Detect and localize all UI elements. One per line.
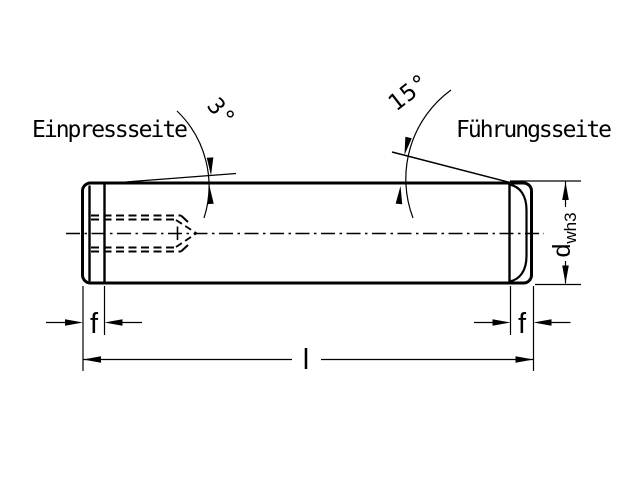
- dimension-f-left: f: [46, 286, 142, 371]
- arrowhead: [83, 356, 101, 363]
- angle-dimension-press-side: [176, 110, 214, 219]
- dimension-label-f-right: f: [518, 308, 527, 340]
- dimension-label-f-left: f: [90, 308, 99, 340]
- arrowhead: [533, 319, 552, 326]
- arrowhead: [404, 136, 412, 155]
- thread-end-hook-top: [180, 214, 189, 223]
- arrowhead: [395, 186, 403, 205]
- arrowhead: [206, 157, 214, 176]
- arrowhead: [207, 186, 214, 205]
- thread-end-hook-bottom: [180, 244, 189, 253]
- dimension-label-length: l: [303, 344, 309, 376]
- label-press-side: Einpressseite: [32, 117, 187, 143]
- diameter-symbol: d: [548, 244, 576, 258]
- angle-value-3deg: 3°: [201, 93, 240, 132]
- arrowhead: [515, 356, 534, 363]
- diameter-subscript: wh3: [561, 212, 580, 244]
- dimension-f-right: f: [474, 286, 571, 371]
- dimension-label-diameter: dwh3: [548, 212, 580, 257]
- drill-cone-top: [175, 219, 197, 235]
- arrowhead: [562, 265, 569, 284]
- arrowhead: [104, 319, 123, 326]
- arrowhead: [562, 182, 569, 200]
- arrowhead: [492, 319, 511, 326]
- label-guide-side: Führungsseite: [456, 117, 611, 143]
- chamfer-line-15deg: [391, 151, 511, 184]
- arrowhead: [65, 319, 83, 326]
- drill-cone-bottom: [175, 232, 198, 248]
- angle-value-15deg: 15°: [384, 69, 435, 117]
- dimension-diameter: dwh3: [510, 180, 581, 286]
- dimension-length: l: [83, 344, 534, 376]
- angle-arc-3deg: [176, 110, 210, 219]
- angle-arc-15deg: [405, 89, 452, 219]
- hidden-thread-hole: [91, 214, 198, 253]
- angle-dimension-guide-side: [395, 89, 452, 219]
- taper-line-3deg: [105, 172, 237, 185]
